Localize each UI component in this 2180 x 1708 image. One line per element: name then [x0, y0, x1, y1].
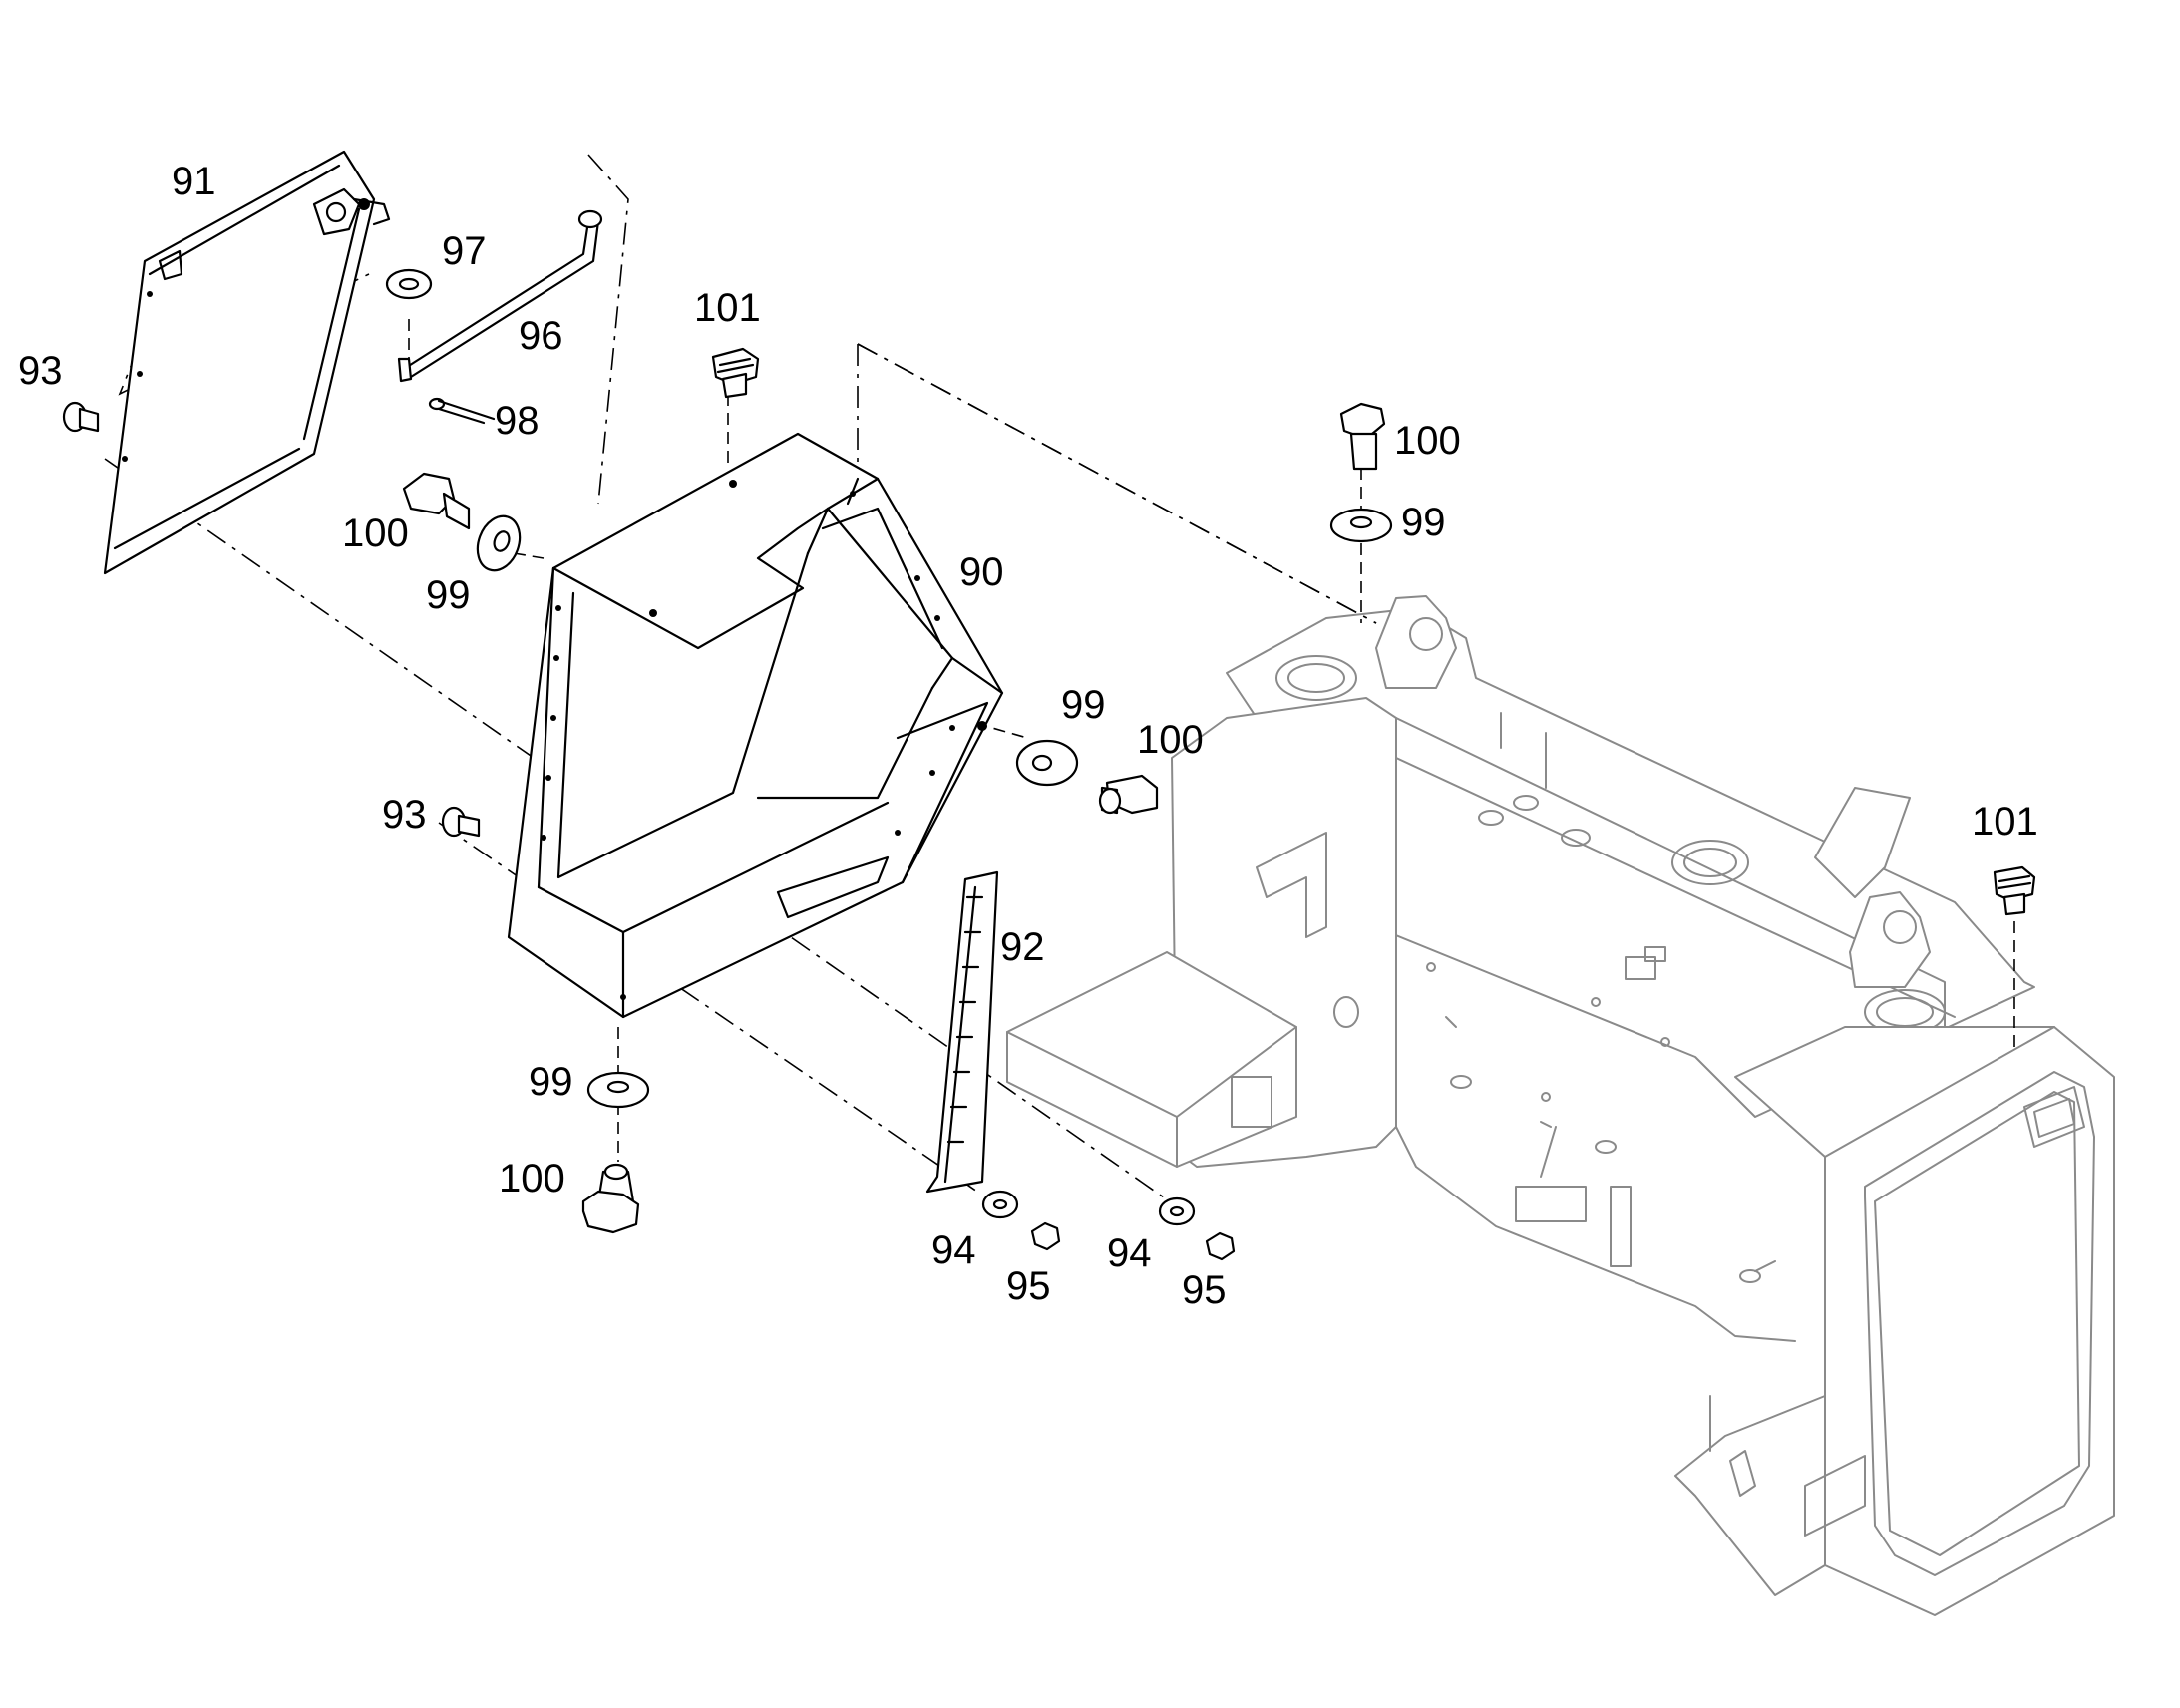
callout-99-right: 99: [1061, 683, 1106, 727]
part-100-bolt-upper-left: [402, 472, 471, 530]
callout-99-top-right: 99: [1401, 501, 1446, 544]
callout-101-right: 101: [1972, 800, 2038, 844]
housing-holes: [541, 575, 955, 1000]
part-98-cotter-pin: [428, 397, 496, 425]
part-101-plug-right: [1993, 865, 2036, 916]
callout-93-lower: 93: [382, 793, 427, 837]
callout-101-upper: 101: [694, 286, 761, 330]
part-97-washer: [385, 268, 433, 300]
part-99-washer-right: [1015, 739, 1079, 787]
frame-holes: [1333, 712, 1776, 1452]
callout-94-left: 94: [931, 1228, 976, 1272]
callout-95-right: 95: [1182, 1268, 1227, 1312]
part-100-bolt-lower: [581, 1163, 640, 1234]
part-95-nut-right: [1205, 1231, 1236, 1261]
callout-100-lower: 100: [499, 1157, 565, 1200]
part-91-cover-plate: [103, 150, 391, 575]
callout-labels: 91 97 96 93 98 101 100 99 90 99 100 93 9…: [18, 160, 2038, 1312]
latch-assembly: [312, 187, 391, 236]
part-100-bolt-right: [1098, 774, 1159, 815]
part-94-washer-right: [1158, 1196, 1196, 1226]
callout-94-right: 94: [1107, 1231, 1152, 1275]
callout-100-right: 100: [1137, 718, 1204, 762]
part-100-bolt-top-right: [1339, 402, 1386, 471]
machine-frame: [1006, 595, 2115, 1616]
part-94-washer-left: [981, 1190, 1019, 1219]
callout-95-left: 95: [1006, 1264, 1051, 1308]
callout-93-upper: 93: [18, 349, 63, 393]
callout-100-upper-left: 100: [342, 512, 409, 555]
callout-99-upper-left: 99: [426, 573, 471, 617]
part-92-hinge: [925, 870, 999, 1194]
part-96-stay-rod: [397, 209, 603, 383]
callout-100-top-right: 100: [1394, 419, 1461, 463]
part-90-housing: [507, 432, 1004, 1019]
callout-91: 91: [172, 160, 216, 203]
callout-90: 90: [959, 550, 1004, 594]
callout-97: 97: [442, 229, 487, 273]
part-99-washer-top-right: [1329, 508, 1393, 543]
callout-98: 98: [495, 399, 540, 443]
part-95-nut-left: [1030, 1221, 1061, 1251]
part-93-bolt-lower: [441, 806, 481, 838]
part-101-plug-upper: [711, 347, 760, 399]
callout-92: 92: [1000, 925, 1045, 969]
part-93-bolt-upper: [62, 401, 100, 433]
part-99-washer-upper-left: [476, 514, 522, 572]
part-99-washer-lower: [586, 1071, 650, 1109]
callout-99-lower: 99: [529, 1060, 573, 1104]
callout-96: 96: [519, 314, 563, 358]
